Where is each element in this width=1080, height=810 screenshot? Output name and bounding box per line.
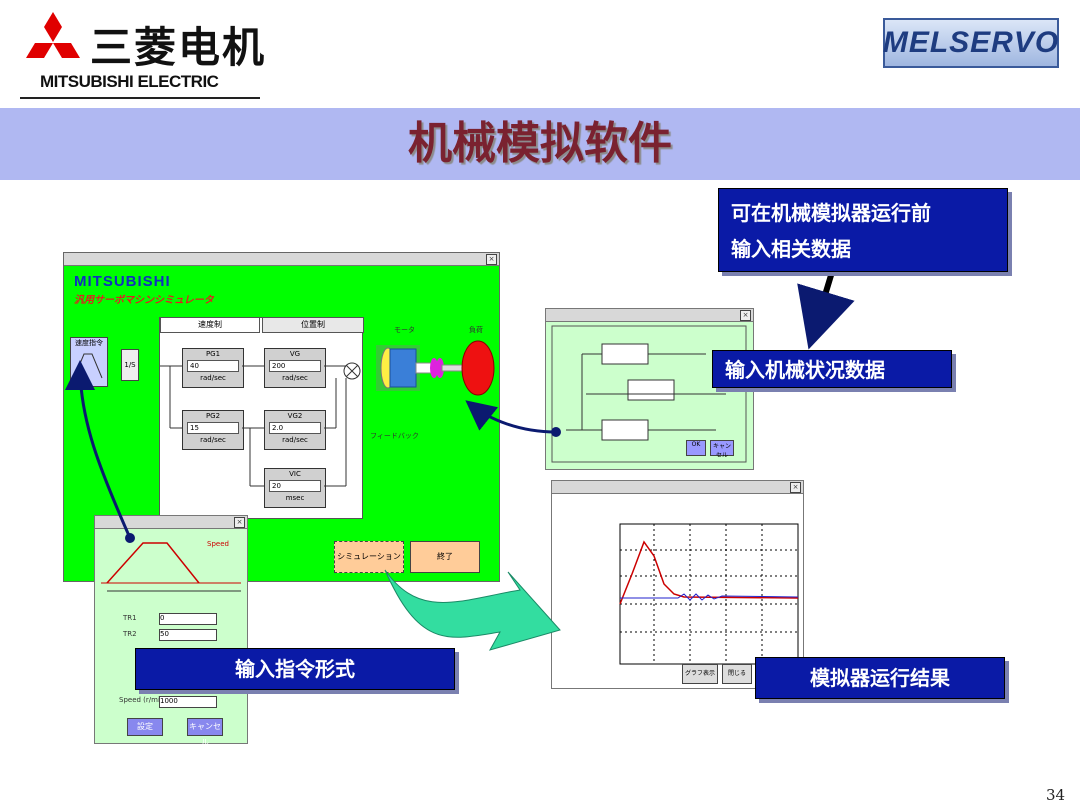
main-window-brand-sub: 汎用サーボマシンシミュレータ <box>74 295 214 306</box>
close-icon[interactable]: × <box>790 482 801 493</box>
speed-field-label: Speed (r/min) <box>119 696 168 704</box>
slide-title: 机械模拟软件 <box>408 118 672 169</box>
machine-condition-window: × OK キャンセル <box>545 308 754 470</box>
main-window-brand: MITSUBISHI <box>74 273 171 290</box>
mitsubishi-logo-icon <box>26 12 80 58</box>
arrow-callout-down <box>797 271 855 350</box>
tr2-input[interactable]: 50 <box>159 629 217 641</box>
pg2-input[interactable]: 15 <box>187 422 239 434</box>
callout-command-form: 输入指令形式 <box>135 648 455 690</box>
tab-position-control[interactable]: 位置制 <box>262 317 364 333</box>
command-set-button[interactable]: 設定 <box>127 718 163 736</box>
speed-command-label: 速度指令 <box>75 339 103 347</box>
result-close-button[interactable]: 閉じる <box>722 664 752 684</box>
gain-block-pg1: PG1 40 rad/sec <box>182 348 244 388</box>
graph-display-button[interactable]: グラフ表示 <box>682 664 718 684</box>
control-panel: 速度制 位置制 PG1 40 rad/sec VG 200 rad/sec PG… <box>159 317 364 519</box>
command-cancel-button[interactable]: キャンセル <box>187 718 223 747</box>
command-input-window: × Speed TR1 0 TR2 50 Speed (r/min) 1000 … <box>94 515 248 747</box>
machine-ok-button[interactable]: OK <box>686 440 706 456</box>
logo-chinese-name: 三菱电机 <box>90 23 267 72</box>
close-icon[interactable]: × <box>234 517 245 528</box>
callout-machine-condition: 输入机械状况数据 <box>712 350 952 388</box>
exit-button[interactable]: 終了 <box>410 541 480 573</box>
integrator-block: 1/S <box>121 349 139 381</box>
speed-axis-label: Speed <box>207 540 229 548</box>
gain-block-vg2: VG2 2.0 rad/sec <box>264 410 326 450</box>
arrow-to-load <box>465 400 557 434</box>
vg-input[interactable]: 200 <box>269 360 321 372</box>
tr1-input[interactable]: 0 <box>159 613 217 625</box>
close-icon[interactable]: × <box>486 254 497 265</box>
trapezoid-profile-diagram <box>101 542 241 592</box>
motor-load-icon <box>376 340 495 396</box>
result-graph <box>619 523 799 665</box>
logo-english-name: MITSUBISHI ELECTRIC <box>40 72 219 91</box>
load-label: 負荷 <box>469 326 483 334</box>
page-number: 34 <box>1046 786 1066 804</box>
arrow-to-speed-command <box>65 360 132 539</box>
logo-underline <box>20 97 260 99</box>
close-icon[interactable]: × <box>740 310 751 321</box>
result-flow-arrow-icon <box>384 569 561 651</box>
gain-block-vic: VIC 20 msec <box>264 468 326 508</box>
vic-input[interactable]: 20 <box>269 480 321 492</box>
simulation-result-window: × グラフ表示 閉じる <box>551 480 804 689</box>
tr1-label: TR1 <box>123 614 137 622</box>
callout-pre-run-input: 可在机械模拟器运行前 输入相关数据 <box>718 188 1008 272</box>
speed-field-input[interactable]: 1000 <box>159 696 217 708</box>
vg2-input[interactable]: 2.0 <box>269 422 321 434</box>
command-window-titlebar: × <box>95 516 247 529</box>
callout-simulation-result: 模拟器运行结果 <box>755 657 1005 699</box>
gain-block-pg2: PG2 15 rad/sec <box>182 410 244 450</box>
title-band <box>0 108 1080 180</box>
machine-cancel-button[interactable]: キャンセル <box>710 440 734 459</box>
feedback-label: フィードバック <box>370 432 419 440</box>
tr2-label: TR2 <box>123 630 137 638</box>
result-window-titlebar: × <box>552 481 803 494</box>
motor-label: モータ <box>394 326 415 334</box>
machine-window-titlebar: × <box>546 309 753 322</box>
summing-junction-icon <box>343 362 361 380</box>
simulation-button[interactable]: シミュレーション <box>334 541 404 573</box>
pg1-input[interactable]: 40 <box>187 360 239 372</box>
main-window-titlebar: × <box>64 253 499 266</box>
melservo-badge: MELSERVO <box>883 18 1059 68</box>
tab-speed-control[interactable]: 速度制 <box>160 317 260 333</box>
gain-block-vg: VG 200 rad/sec <box>264 348 326 388</box>
machine-diagram <box>551 325 747 463</box>
